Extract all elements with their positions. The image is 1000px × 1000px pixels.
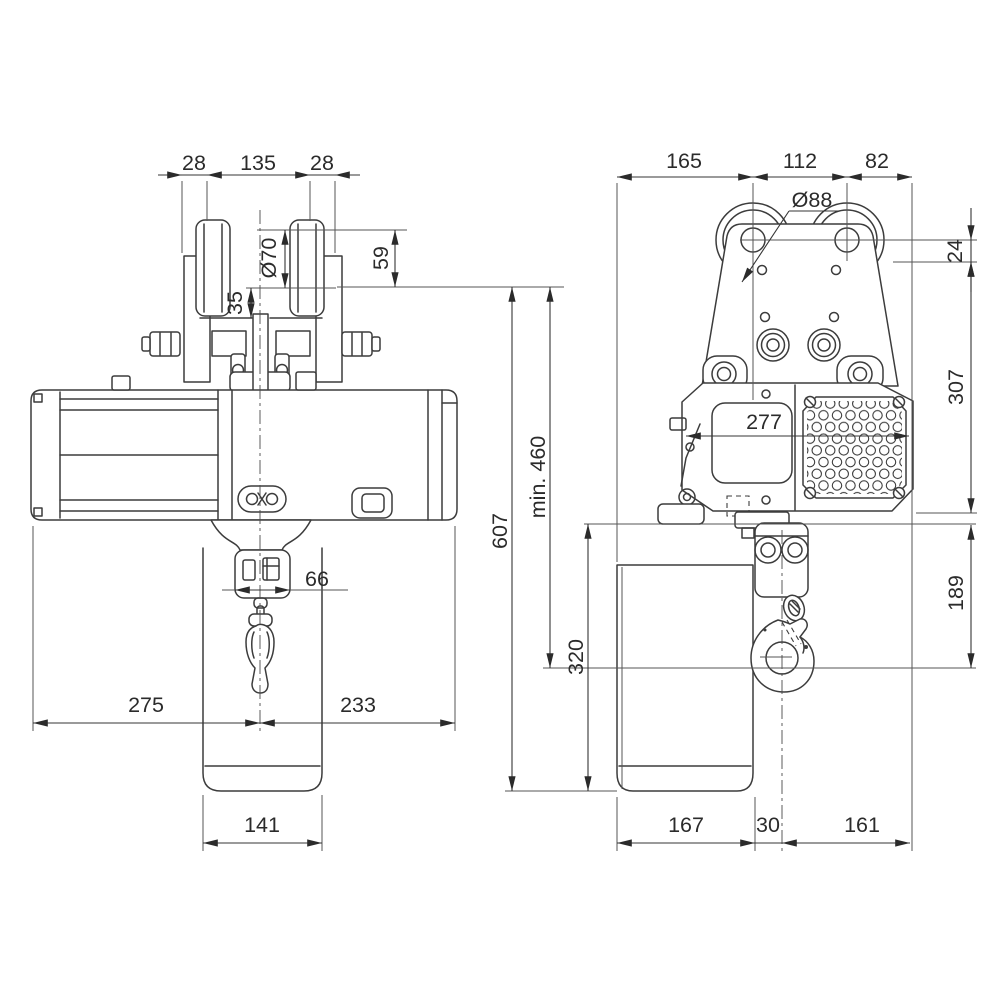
shaft-nut <box>341 331 373 357</box>
trolley-wheel-side <box>289 219 325 317</box>
trolley-side <box>141 219 381 419</box>
dim-label-277: 277 <box>746 410 782 434</box>
grille-screw <box>803 395 906 500</box>
dim-label-189: 189 <box>944 575 968 611</box>
dim-label-66: 66 <box>305 567 329 591</box>
dim-label-30: 30 <box>756 813 780 837</box>
front-view <box>616 202 914 792</box>
dim-label-min460: min. 460 <box>526 436 550 519</box>
chain-box <box>616 564 754 792</box>
dim-label-161: 161 <box>844 813 880 837</box>
suspension-bar <box>252 313 269 397</box>
dim-label-141: 141 <box>244 813 280 837</box>
dim-label-165: 165 <box>666 149 702 173</box>
side-view <box>30 219 458 792</box>
hoist-body-side <box>30 371 458 521</box>
trolley-front <box>701 202 899 393</box>
centerlines <box>259 210 783 855</box>
dim-label-24: 24 <box>943 239 967 263</box>
chain-bag <box>202 547 323 792</box>
dim-label-112: 112 <box>783 149 817 173</box>
hook-side <box>210 519 312 694</box>
gear-cover <box>711 402 793 484</box>
dim-label-167: 167 <box>668 813 704 837</box>
dim-label-82: 82 <box>865 149 889 173</box>
dim-label-320: 320 <box>564 639 588 675</box>
dimension-lines <box>33 171 975 847</box>
dim-label-135: 135 <box>240 151 276 175</box>
hook-block-front <box>754 522 809 598</box>
dim-label-28-right: 28 <box>310 151 334 175</box>
dimension-labels: 28 135 28 Ø70 59 35 607 min. 460 66 275 … <box>128 149 968 837</box>
dim-label-o88: Ø88 <box>792 188 833 212</box>
trolley-plate-front <box>701 223 899 387</box>
dim-label-233: 233 <box>340 693 376 717</box>
dim-label-35: 35 <box>223 291 247 315</box>
dim-label-28-left: 28 <box>182 151 206 175</box>
extension-lines <box>32 181 977 851</box>
dim-label-59: 59 <box>369 246 393 270</box>
hoist-housing-side <box>30 389 458 521</box>
shaft-nut <box>149 331 181 357</box>
hook-front <box>750 522 815 693</box>
dim-label-o70: Ø70 <box>257 238 281 279</box>
dim-label-307: 307 <box>944 369 968 405</box>
shaft-nut-front <box>756 328 841 362</box>
load-hook-side <box>245 623 275 694</box>
hoist-body-front <box>657 382 914 539</box>
dim-label-607: 607 <box>488 513 512 549</box>
dim-label-275: 275 <box>128 693 164 717</box>
